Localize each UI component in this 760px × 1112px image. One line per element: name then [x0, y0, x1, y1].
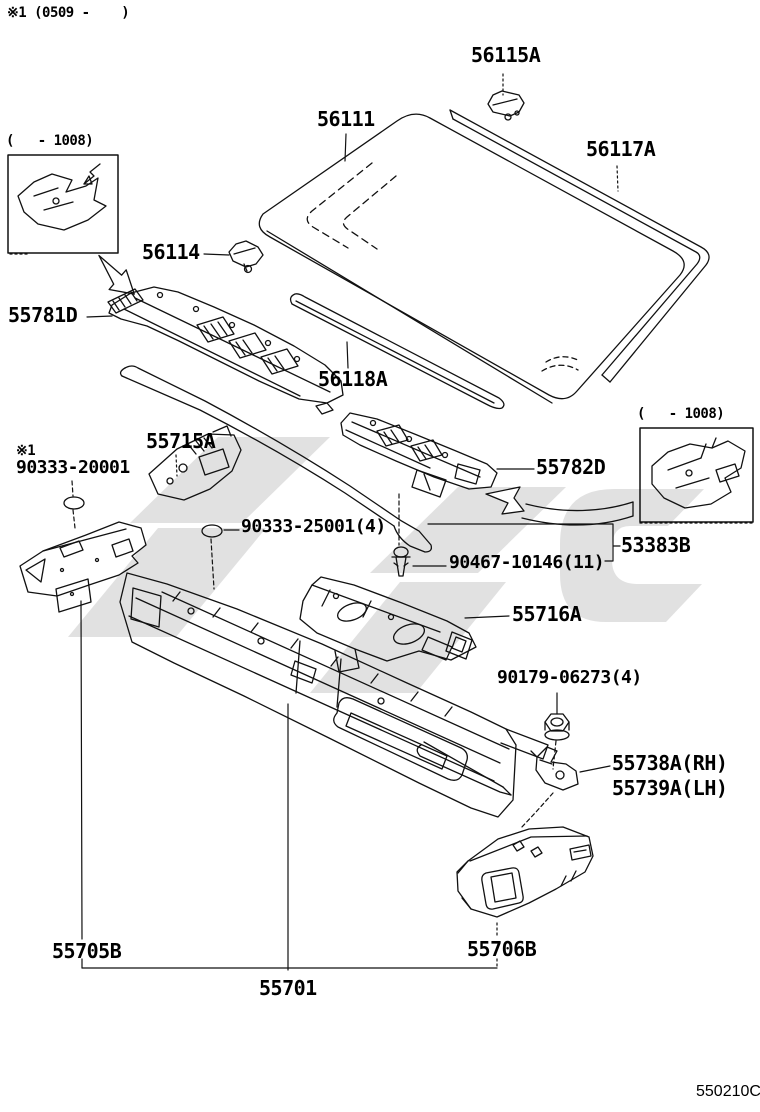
cowl-top-inner-panel-drawing	[299, 576, 477, 673]
inset-right-arrow	[485, 486, 634, 526]
part-label-56111: 56111	[317, 107, 375, 131]
sheet-code: 550210C	[696, 1083, 760, 1100]
nut-90179-drawing	[544, 713, 570, 741]
grommet-90333-25001-drawing	[201, 524, 223, 538]
part-label-56118a: 56118A	[318, 367, 388, 391]
moulding-clip-56114-drawing	[228, 240, 264, 274]
part-label-55738a-rh: 55738A(RH)	[612, 751, 728, 775]
leader-lines	[71, 73, 621, 971]
part-label-53383b: 53383B	[621, 533, 691, 557]
part-label-55705b: 55705B	[52, 939, 122, 963]
note-mark-1: ※1	[16, 443, 36, 459]
grommet-90333-20001-drawing	[63, 496, 85, 510]
windshield-outer-moulding-drawing	[449, 109, 710, 383]
part-label-55739a-lh: 55739A(LH)	[612, 776, 728, 800]
cowl-louver-rh-drawing	[340, 412, 498, 498]
part-label-55781d: 55781D	[8, 303, 78, 327]
part-label-90467-10146: 90467-10146(11)	[449, 552, 605, 573]
cowl-side-panel-rh-drawing	[456, 826, 594, 918]
part-label-55782d: 55782D	[536, 455, 606, 479]
moulding-clip-56115a-drawing	[487, 90, 525, 121]
cowl-top-outer-panel-drawing	[119, 572, 549, 818]
cowl-side-panel-lh-drawing	[19, 521, 147, 613]
part-label-56114: 56114	[142, 240, 200, 264]
header-note: ※1 (0509 - )	[7, 5, 130, 21]
cowl-mounting-bracket-drawing	[530, 746, 579, 791]
part-label-55706b: 55706B	[467, 937, 537, 961]
part-label-56117a: 56117A	[586, 137, 656, 161]
inset-left-arrow	[98, 254, 135, 295]
windshield-glass-drawing	[258, 113, 685, 404]
watermark-logo	[68, 437, 704, 693]
part-label-56115a: 56115A	[471, 43, 541, 67]
inset-box-right	[639, 427, 755, 524]
part-label-90333-25001: 90333-25001(4)	[241, 516, 386, 537]
part-label-55716a: 55716A	[512, 602, 582, 626]
inset-right-caption: ( - 1008)	[637, 406, 725, 422]
push-clip-90467-drawing	[391, 546, 411, 577]
part-label-90333-20001: 90333-20001	[16, 457, 130, 478]
cowl-louver-lh-drawing	[107, 286, 344, 415]
cowl-bracket-55715a-drawing	[148, 425, 242, 501]
inset-left-caption: ( - 1008)	[6, 133, 94, 149]
inset-box-left	[7, 154, 119, 255]
part-label-55715a: 55715A	[146, 429, 216, 453]
windshield-lower-moulding-drawing	[289, 293, 505, 410]
cowl-seal-strip-drawing	[119, 365, 433, 553]
part-label-55701: 55701	[259, 976, 317, 1000]
part-label-90179-06273: 90179-06273(4)	[497, 667, 642, 688]
